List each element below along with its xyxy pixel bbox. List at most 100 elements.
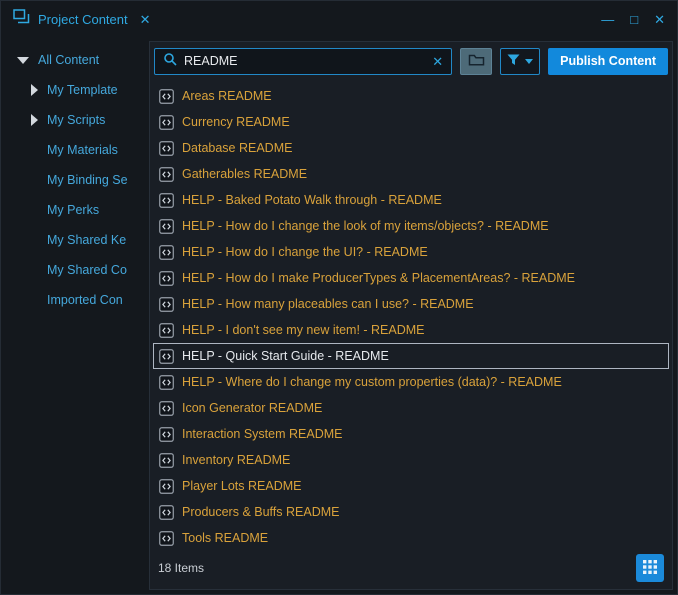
readme-file-icon [159,478,174,494]
list-item-label: Inventory README [182,453,291,467]
sidebar-item-label: Imported Con [47,293,123,307]
grid-view-button[interactable] [636,554,664,582]
search-input[interactable] [184,54,426,68]
collapse-arrow-icon[interactable] [17,56,29,64]
list-item[interactable]: HELP - How do I change the look of my it… [153,213,669,239]
list-item[interactable]: HELP - Quick Start Guide - README [153,343,669,369]
folder-icon [468,53,485,70]
browse-folder-button[interactable] [460,47,493,75]
sidebar-item[interactable]: My Template [1,75,149,105]
list-item[interactable]: Areas README [153,83,669,109]
readme-file-icon [159,374,174,390]
list-item-label: HELP - Where do I change my custom prope… [182,375,562,389]
readme-file-icon [159,192,174,208]
clear-search-icon[interactable]: ✕ [432,53,444,69]
readme-file-icon [159,114,174,130]
panel-title: Project Content [38,11,128,27]
readme-file-icon [159,218,174,234]
list-item[interactable]: HELP - Baked Potato Walk through - READM… [153,187,669,213]
readme-file-icon [159,296,174,312]
list-item[interactable]: Inventory README [153,447,669,473]
content-list: Areas README Currency README Database READ… [150,76,672,551]
list-item[interactable]: Producers & Buffs README [153,499,669,525]
list-item[interactable]: HELP - Where do I change my custom prope… [153,369,669,395]
list-item-label: HELP - How many placeables can I use? - … [182,297,474,311]
list-item-label: Database README [182,141,293,155]
maximize-button[interactable]: □ [630,11,639,27]
close-button[interactable]: ✕ [654,11,665,27]
sidebar-tree: My Template My Scripts My Materials My Bind… [1,75,149,315]
grid-icon [643,559,657,577]
minimize-button[interactable]: — [601,11,615,27]
list-item[interactable]: Currency README [153,109,669,135]
list-item[interactable]: Player Lots README [153,473,669,499]
sidebar-item-label: All Content [38,53,100,67]
readme-file-icon [159,400,174,416]
filter-icon [507,54,520,69]
list-item[interactable]: Gatherables README [153,161,669,187]
sidebar-item-label: My Binding Se [47,173,128,187]
sidebar-item-label: My Shared Ke [47,233,127,247]
filter-button[interactable] [500,47,541,75]
list-item-label: HELP - How do I change the UI? - README [182,245,428,259]
sidebar-item[interactable]: My Perks [1,195,149,225]
list-item-label: HELP - How do I make ProducerTypes & Pla… [182,271,575,285]
chevron-down-icon [525,58,534,64]
list-item-label: Icon Generator README [182,401,323,415]
toolbar: ✕ Publish Content [150,42,672,76]
list-item[interactable]: Interaction System README [153,421,669,447]
readme-file-icon [159,452,174,468]
publish-content-button[interactable]: Publish Content [548,47,668,75]
list-item[interactable]: HELP - How many placeables can I use? - … [153,291,669,317]
sidebar-item-label: My Materials [47,143,118,157]
sidebar: All Content My Template My Scripts My Mate… [1,39,149,594]
panel-close-icon[interactable]: ✕ [139,11,151,27]
list-item-label: Interaction System README [182,427,343,441]
sidebar-item-all-content[interactable]: All Content [1,45,149,75]
list-item-label: Producers & Buffs README [182,505,340,519]
list-item-label: Areas README [182,89,272,103]
expand-arrow-icon[interactable] [31,114,38,126]
sidebar-item[interactable]: Imported Con [1,285,149,315]
list-item[interactable]: HELP - I don't see my new item! - README [153,317,669,343]
list-item-label: HELP - How do I change the look of my it… [182,219,549,233]
sidebar-item-label: My Template [47,83,118,97]
list-item[interactable]: HELP - How do I change the UI? - README [153,239,669,265]
readme-file-icon [159,426,174,442]
readme-file-icon [159,504,174,520]
sidebar-item[interactable]: My Shared Ke [1,225,149,255]
readme-file-icon [159,166,174,182]
sidebar-item[interactable]: My Binding Se [1,165,149,195]
sidebar-item-label: My Scripts [47,113,106,127]
list-item[interactable]: Database README [153,135,669,161]
readme-file-icon [159,348,174,364]
project-content-icon [13,9,30,29]
list-item-label: HELP - Baked Potato Walk through - READM… [182,193,442,207]
list-item-label: HELP - I don't see my new item! - README [182,323,425,337]
sidebar-item-label: My Shared Co [47,263,127,277]
readme-file-icon [159,322,174,338]
titlebar[interactable]: Project Content ✕ — □ ✕ [1,1,677,37]
list-item-label: Gatherables README [182,167,308,181]
readme-file-icon [159,530,174,546]
readme-file-icon [159,244,174,260]
list-item-label: Currency README [182,115,290,129]
readme-file-icon [159,270,174,286]
sidebar-item-label: My Perks [47,203,100,217]
search-box[interactable]: ✕ [154,47,453,75]
list-item-label: HELP - Quick Start Guide - README [182,349,389,363]
readme-file-icon [159,88,174,104]
list-item-label: Player Lots README [182,479,302,493]
sidebar-item[interactable]: My Materials [1,135,149,165]
readme-file-icon [159,140,174,156]
list-item[interactable]: Icon Generator README [153,395,669,421]
list-item-label: Tools README [182,531,269,545]
sidebar-item[interactable]: My Scripts [1,105,149,135]
list-item[interactable]: HELP - How do I make ProducerTypes & Pla… [153,265,669,291]
list-item[interactable]: Tools README [153,525,669,551]
statusbar: 18 Items [150,549,672,589]
expand-arrow-icon[interactable] [31,84,38,96]
sidebar-item[interactable]: My Shared Co [1,255,149,285]
